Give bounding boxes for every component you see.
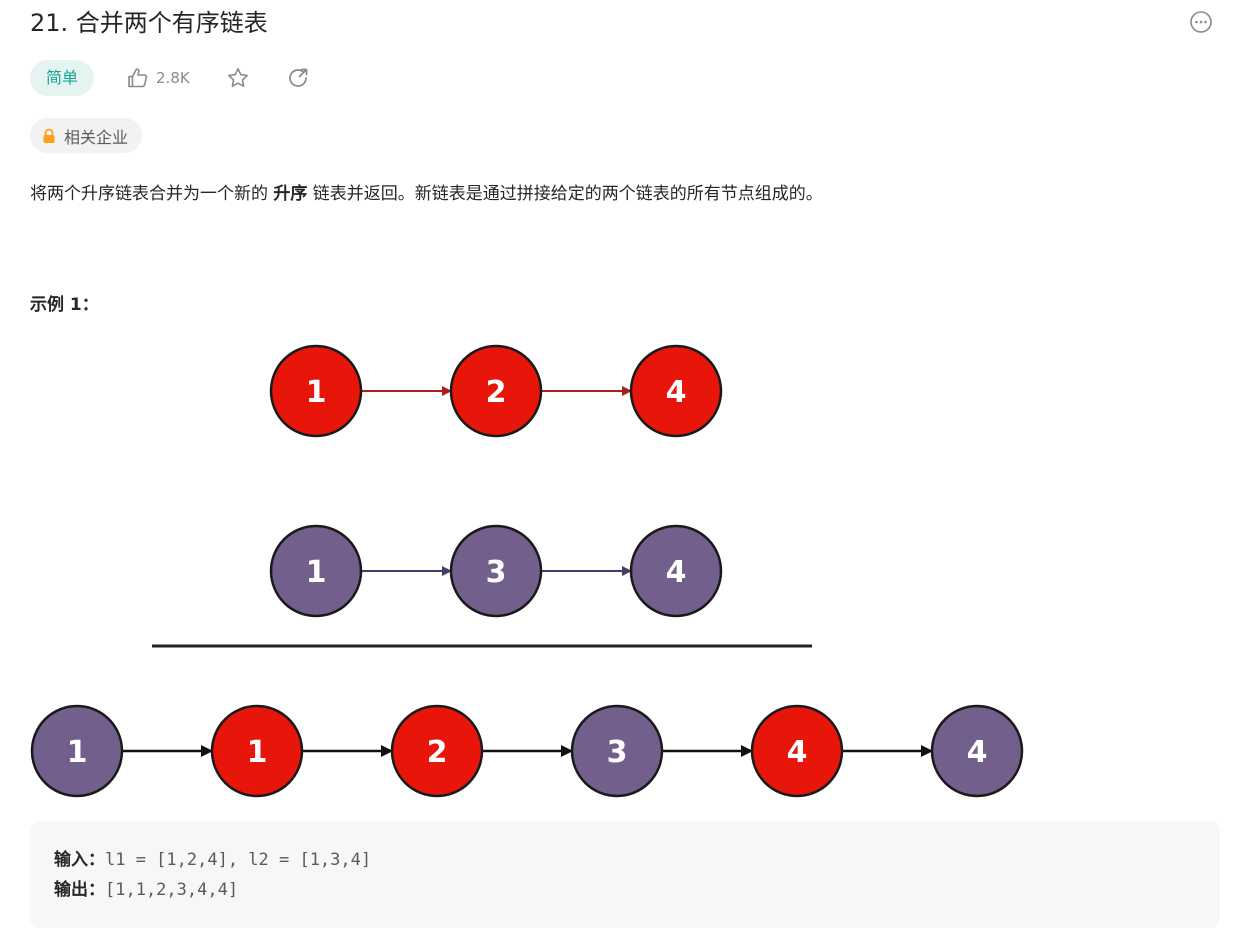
output-value: [1,1,2,3,4,4] bbox=[105, 880, 239, 900]
difficulty-badge: 简单 bbox=[30, 60, 95, 96]
list2-node-0-circle bbox=[269, 524, 363, 618]
example-title: 示例 1： bbox=[30, 295, 99, 315]
linked-list-merge-diagram: 1 2 4 1 3 4 1 1 2 3 4 4 bbox=[30, 344, 1024, 798]
merged-node-3-circle bbox=[570, 704, 664, 798]
problem-meta-row: 简单 2.8K bbox=[30, 60, 310, 96]
star-icon bbox=[227, 68, 248, 87]
list2-group: 1 3 4 bbox=[269, 524, 723, 618]
merged-node-1-label: 1 bbox=[247, 735, 268, 770]
merged-node-5-circle bbox=[930, 704, 1024, 798]
list2-node-1-circle bbox=[449, 524, 543, 618]
more-options-button[interactable] bbox=[1189, 10, 1213, 34]
list1-group: 1 2 4 bbox=[269, 344, 723, 438]
list1-node-1-circle bbox=[449, 344, 543, 438]
ellipsis-circle-icon bbox=[1190, 11, 1212, 33]
favorite-button[interactable] bbox=[226, 66, 250, 90]
merged-node-5-label: 4 bbox=[967, 735, 988, 770]
like-count: 2.8K bbox=[156, 69, 190, 87]
merged-node-2-label: 2 bbox=[427, 735, 448, 770]
list1-node-2-circle bbox=[629, 344, 723, 438]
output-label: 输出： bbox=[54, 880, 105, 900]
problem-description: 将两个升序链表合并为一个新的 升序 链表并返回。新链表是通过拼接给定的两个链表的… bbox=[30, 180, 823, 208]
list2-node-0-label: 1 bbox=[306, 555, 327, 590]
merged-node-1-circle bbox=[210, 704, 304, 798]
input-value: l1 = [1,2,4], l2 = [1,3,4] bbox=[105, 850, 372, 870]
description-emphasis: 升序 bbox=[273, 184, 308, 204]
like-button[interactable]: 2.8K bbox=[126, 66, 190, 90]
related-companies-tag[interactable]: 相关企业 bbox=[30, 118, 143, 153]
list1-node-2-label: 4 bbox=[666, 375, 687, 410]
merged-node-3-label: 3 bbox=[607, 735, 628, 770]
problem-title: 21. 合并两个有序链表 bbox=[30, 9, 268, 37]
merged-node-0-label: 1 bbox=[67, 735, 88, 770]
example-output-row: 输出：[1,1,2,3,4,4] bbox=[54, 875, 1196, 905]
list1-node-0-circle bbox=[269, 344, 363, 438]
list2-node-2-label: 4 bbox=[666, 555, 687, 590]
description-text-after: 链表并返回。新链表是通过拼接给定的两个链表的所有节点组成的。 bbox=[307, 184, 823, 204]
share-icon bbox=[288, 68, 308, 87]
merged-list-group: 1 1 2 3 4 4 bbox=[30, 704, 1024, 798]
example-input-row: 输入：l1 = [1,2,4], l2 = [1,3,4] bbox=[54, 845, 1196, 875]
lock-icon bbox=[43, 128, 55, 143]
description-text-before: 将两个升序链表合并为一个新的 bbox=[30, 184, 274, 204]
input-label: 输入： bbox=[54, 850, 105, 870]
merged-node-0-circle bbox=[30, 704, 124, 798]
list1-node-0-label: 1 bbox=[306, 375, 327, 410]
related-companies-label: 相关企业 bbox=[64, 127, 129, 147]
merged-node-4-circle bbox=[750, 704, 844, 798]
list2-node-1-label: 3 bbox=[486, 555, 507, 590]
list1-node-1-label: 2 bbox=[486, 375, 507, 410]
merged-node-4-label: 4 bbox=[787, 735, 808, 770]
thumbs-up-icon bbox=[128, 68, 148, 88]
share-button[interactable] bbox=[286, 66, 310, 90]
merged-node-2-circle bbox=[390, 704, 484, 798]
example-io-box: 输入：l1 = [1,2,4], l2 = [1,3,4] 输出：[1,1,2,… bbox=[30, 821, 1220, 928]
list2-node-2-circle bbox=[629, 524, 723, 618]
